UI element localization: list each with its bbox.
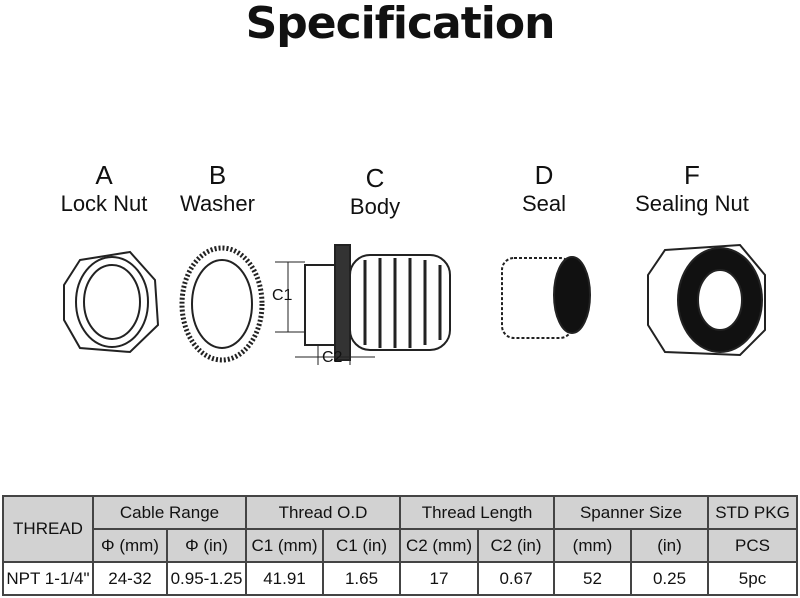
body-icon — [275, 244, 451, 365]
part-letter: F — [684, 160, 700, 190]
table-cell: 24-32 — [92, 561, 168, 596]
c2-dimension-label: C2 — [322, 349, 343, 366]
group-header: Thread Length — [399, 495, 555, 530]
seal-icon — [501, 256, 591, 339]
washer-icon — [179, 245, 265, 363]
table-cell: 52 — [553, 561, 632, 596]
table-cell: 5pc — [707, 561, 798, 596]
lock-nut-icon — [63, 250, 160, 354]
part-name: Body — [349, 194, 401, 219]
part-name: Lock Nut — [60, 191, 148, 216]
table-cell: 41.91 — [245, 561, 324, 596]
sub-header: PCS — [707, 528, 798, 563]
table-cell: NPT 1-1/4" — [2, 561, 94, 596]
sub-header: C1 (in) — [322, 528, 401, 563]
c1-dimension-label: C1 — [272, 287, 293, 304]
table-subheader-row: Φ (mm) Φ (in) C1 (mm) C1 (in) C2 (mm) C2… — [3, 528, 798, 563]
sub-header: C2 (in) — [477, 528, 555, 563]
part-letter: D — [534, 160, 554, 190]
part-name: Washer — [180, 191, 255, 216]
sub-header: C2 (mm) — [399, 528, 479, 563]
sub-header: C1 (mm) — [245, 528, 324, 563]
group-header: Spanner Size — [553, 495, 709, 530]
sealing-nut-icon — [647, 243, 766, 357]
table-cell: 0.67 — [477, 561, 555, 596]
thread-header: THREAD — [2, 495, 94, 563]
parts-drawing — [63, 243, 766, 365]
sub-header: Φ (mm) — [92, 528, 168, 563]
table-cell: 17 — [399, 561, 479, 596]
table-header-row: THREAD Cable Range Thread O.D Thread Len… — [2, 495, 798, 563]
spec-table: THREAD Cable Range Thread O.D Thread Len… — [2, 495, 798, 596]
sub-header: (in) — [630, 528, 709, 563]
group-header: STD PKG — [707, 495, 798, 530]
part-name: Seal — [521, 191, 567, 216]
page-title: Specification — [245, 0, 556, 49]
group-header: Cable Range — [92, 495, 247, 530]
part-letter: C — [365, 163, 385, 193]
sub-header: (mm) — [553, 528, 632, 563]
sub-header: Φ (in) — [166, 528, 247, 563]
group-header: Thread O.D — [245, 495, 401, 530]
part-letter: B — [208, 160, 227, 190]
table-cell: 1.65 — [322, 561, 401, 596]
table-cell: 0.25 — [630, 561, 709, 596]
table-row: NPT 1-1/4" 24-32 0.95-1.25 41.91 1.65 17… — [2, 561, 798, 596]
part-name: Sealing Nut — [635, 191, 749, 216]
part-letter: A — [95, 160, 113, 190]
table-cell: 0.95-1.25 — [166, 561, 247, 596]
